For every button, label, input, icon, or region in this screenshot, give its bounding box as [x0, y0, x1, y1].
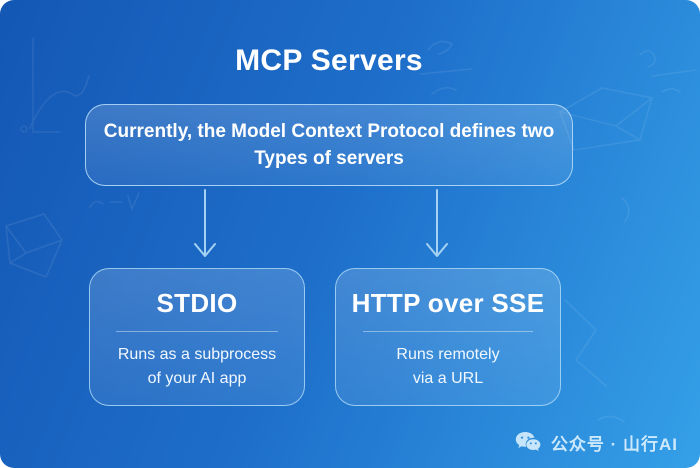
wechat-icon [515, 431, 543, 454]
card-http-sse: HTTP over SSE Runs remotely via a URL [335, 268, 561, 406]
card-http-sse-description: Runs remotely via a URL [396, 343, 499, 391]
watermark-text: 公众号 · 山行AI [550, 435, 678, 454]
card-http-sse-title: HTTP over SSE [351, 288, 545, 318]
page-title: MCP Servers [235, 44, 423, 77]
card-http-sse-desc-line1: Runs remotely [396, 346, 500, 363]
arrow-down-icon [424, 189, 450, 261]
card-http-sse-desc-line2: via a URL [412, 370, 484, 387]
arrow-down-icon [192, 189, 218, 261]
card-stdio-desc-line1: Runs as a subprocess [117, 346, 277, 363]
card-stdio-title: STDIO [156, 288, 238, 318]
divider [362, 331, 534, 332]
divider [115, 331, 279, 332]
intro-box: Currently, the Model Context Protocol de… [85, 104, 573, 186]
watermark: 公众号 · 山行AI [515, 430, 678, 455]
card-stdio-description: Runs as a subprocess of your AI app [118, 343, 276, 391]
card-stdio: STDIO Runs as a subprocess of your AI ap… [89, 268, 305, 406]
card-stdio-desc-line2: of your AI app [147, 370, 247, 387]
intro-text-line2: Types of servers [254, 148, 404, 169]
intro-text-line1: Currently, the Model Context Protocol de… [103, 121, 555, 142]
